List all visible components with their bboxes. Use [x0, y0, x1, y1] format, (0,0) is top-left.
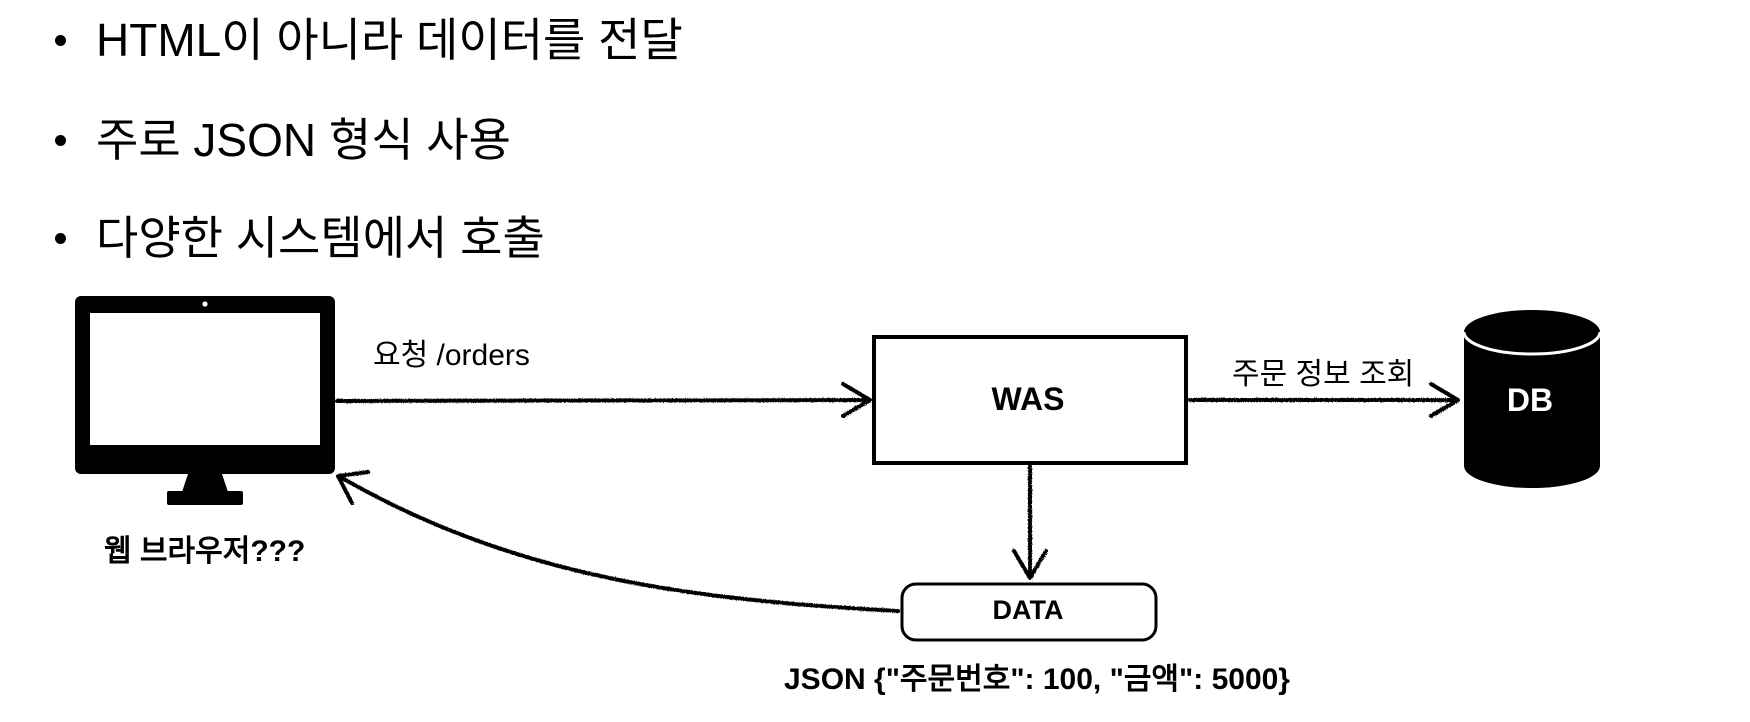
request-arrow	[335, 382, 872, 418]
bullet-dot-icon	[55, 35, 66, 47]
bullet-text: 주로 JSON 형식 사용	[96, 114, 511, 166]
response-arrow	[336, 470, 900, 613]
bullet-dot-icon	[55, 135, 66, 147]
browser-label: 웹 브라우저???	[104, 535, 306, 568]
order-info-label: 주문 정보 조회	[1232, 358, 1415, 391]
database-icon	[1462, 310, 1602, 488]
query-arrow	[1188, 382, 1460, 418]
bullet-item: HTML이 아니라 데이터를 전달	[55, 0, 683, 80]
bullet-item: 주로 JSON 형식 사용	[55, 100, 511, 180]
json-label: JSON {"주문번호": 100, "금액": 5000}	[784, 663, 1290, 696]
bullet-text: HTML이 아니라 데이터를 전달	[96, 14, 683, 66]
request-label: 요청 /orders	[373, 339, 530, 372]
data-box	[900, 582, 1158, 642]
db-label: DB	[1506, 382, 1554, 418]
bullet-text: 다양한 시스템에서 호출	[96, 212, 545, 264]
data-label: DATA	[992, 595, 1064, 625]
was-box	[872, 335, 1188, 465]
bullet-dot-icon	[55, 233, 66, 245]
data-arrow	[1012, 464, 1048, 580]
monitor-icon	[75, 296, 335, 505]
bullet-item: 다양한 시스템에서 호출	[55, 198, 545, 278]
was-label: WAS	[991, 381, 1065, 417]
